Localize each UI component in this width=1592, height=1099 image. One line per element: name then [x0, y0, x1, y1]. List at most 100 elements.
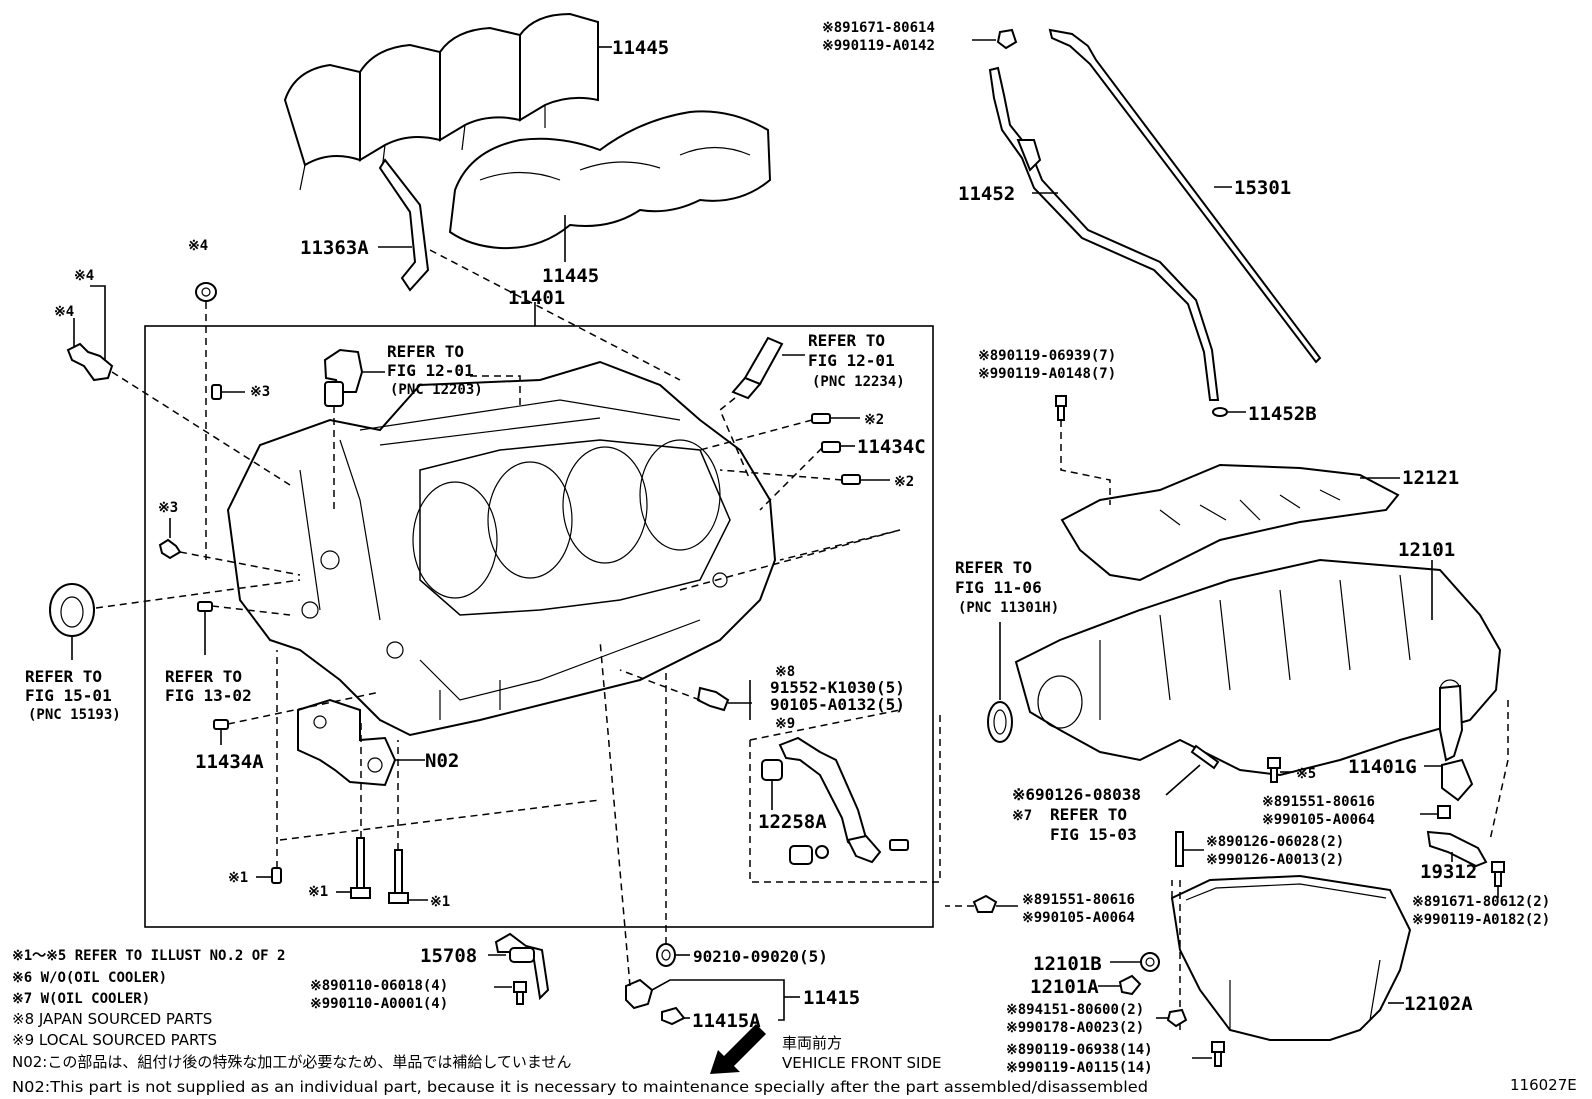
ref-11-06-line3: (PNC 11301H): [958, 600, 1059, 616]
o-ring-11452b[interactable]: [1212, 407, 1228, 417]
note-n02-en: N02:This part is not supplied as an indi…: [12, 1078, 1148, 1096]
ref-12-01-a-line3: (PNC 12203): [390, 382, 483, 398]
ref-11-06-line1: REFER TO: [955, 558, 1032, 577]
ref-15-03-line1: REFER TO: [1050, 805, 1127, 824]
pan-nut[interactable]: [1166, 1008, 1188, 1028]
callout-15301: 15301: [1234, 177, 1291, 199]
cylinder-block[interactable]: [226, 360, 777, 737]
part-91671-80614: ※891671-80614: [822, 20, 935, 36]
oil-jet-left[interactable]: [66, 342, 114, 382]
callout-12121: 12121: [1402, 467, 1459, 489]
dowel-left-mid[interactable]: [197, 601, 213, 612]
drain-plug-gasket[interactable]: [1140, 952, 1160, 972]
mark-2-b: ※2: [894, 474, 914, 490]
front-label-jp: 車両前方: [782, 1034, 842, 1052]
legend-6: ※6 W/O(OIL COOLER): [12, 970, 167, 986]
plug-right-lower[interactable]: [841, 474, 861, 485]
mark-3-b: ※3: [158, 500, 178, 516]
pin-left[interactable]: [211, 384, 222, 400]
dowel-11434c[interactable]: [821, 441, 841, 453]
callout-11415a: 11415A: [692, 1010, 761, 1032]
pan-stud-pair[interactable]: [1175, 831, 1184, 867]
plug-right-upper[interactable]: [811, 413, 831, 424]
oil-pan-lower[interactable]: [1170, 874, 1412, 1041]
oil-level-gauge-guide[interactable]: [988, 66, 1220, 401]
baffle-bolt[interactable]: [1055, 395, 1067, 421]
knock-sensor-connector[interactable]: [494, 932, 550, 1001]
oil-pipe-ref[interactable]: [731, 336, 784, 400]
oil-pan-bracket[interactable]: [1426, 830, 1488, 868]
callout-12101a: 12101A: [1030, 976, 1099, 998]
dowel-11434a[interactable]: [213, 719, 229, 730]
part-90119-A0182: ※990119-A0182(2): [1412, 912, 1550, 928]
part-90178-A0023: ※990178-A0023(2): [1006, 1020, 1144, 1036]
pan-bolt-lower[interactable]: [1211, 1041, 1225, 1067]
crankshaft-bearing-lower[interactable]: [448, 110, 772, 250]
callout-11363a: 11363A: [300, 237, 369, 259]
bearing-cap-bolt-b[interactable]: [388, 849, 409, 904]
oil-filter-bracket-ref[interactable]: [323, 348, 364, 407]
part-94151-80600: ※894151-80600(2): [1006, 1002, 1144, 1018]
bracket-bolt[interactable]: [1491, 861, 1505, 887]
oil-pan-upper[interactable]: [1014, 558, 1502, 777]
ref-15-01-line2: FIG 15-01: [25, 686, 112, 705]
pan-stud[interactable]: [1190, 744, 1220, 770]
ref-11-06-line2: FIG 11-06: [955, 578, 1042, 597]
crankshaft-bearing-upper[interactable]: [283, 12, 599, 191]
mark-1-b: ※1: [308, 884, 328, 900]
callout-12258a: 12258A: [758, 811, 827, 833]
front-label-en: VEHICLE FRONT SIDE: [782, 1054, 942, 1072]
oil-pan-baffle[interactable]: [1060, 463, 1400, 582]
callout-12101: 12101: [1398, 539, 1455, 561]
ref-13-02-line1: REFER TO: [165, 667, 242, 686]
oil-seal-rear[interactable]: [49, 583, 95, 637]
dowel-bottom-left[interactable]: [271, 867, 282, 884]
oil-filter-union-bolt[interactable]: [1437, 805, 1451, 819]
pan-side-bolt[interactable]: [972, 894, 998, 913]
union-11415a[interactable]: [661, 1006, 686, 1026]
ref-15-01-line1: REFER TO: [25, 667, 102, 686]
block-side-bolt[interactable]: [696, 686, 730, 712]
part-91551-80616: ※891551-80616: [1262, 794, 1375, 810]
callout-11434c: 11434C: [857, 436, 926, 458]
part-91671-80612: ※891671-80612(2): [1412, 894, 1550, 910]
oil-jet-12258a[interactable]: [761, 736, 909, 864]
part-90110-A0001: ※990110-A0001(4): [310, 996, 448, 1012]
bolt-group-mark8: ※8: [775, 664, 795, 680]
bolt-15708[interactable]: [513, 981, 527, 1005]
plug-left-mid[interactable]: [158, 538, 182, 560]
bolt-91552: 91552-K1030(5): [770, 678, 905, 697]
check-valve[interactable]: [789, 845, 829, 865]
illustration-ref-number: 116027E: [1510, 1076, 1577, 1094]
ref-15-03-line2: FIG 15-03: [1050, 825, 1137, 844]
plug-90210[interactable]: [656, 943, 676, 967]
part-90126-08038: ※690126-08038: [1012, 785, 1141, 804]
part-90119-A0115: ※990119-A0115(14): [1006, 1060, 1153, 1076]
callout-11434a: 11434A: [195, 751, 264, 773]
bearing-cap-bolt-a[interactable]: [350, 837, 371, 899]
thrust-washer[interactable]: [378, 158, 430, 292]
part-90119-06939: ※890119-06939(7): [978, 348, 1116, 364]
drain-plug[interactable]: [1118, 974, 1142, 996]
mark-1-a: ※1: [228, 870, 248, 886]
callout-12102a: 12102A: [1404, 993, 1473, 1015]
mark-4-a: ※4: [74, 268, 94, 284]
o-ring-pan[interactable]: [987, 701, 1013, 743]
callout-90210-09020: 90210-09020(5): [693, 947, 828, 966]
mark-3-a: ※3: [250, 384, 270, 400]
callout-11445-bottom: 11445: [542, 265, 599, 287]
oil-pressure-switch[interactable]: [625, 978, 654, 1010]
cylinder-block-frame: [144, 325, 934, 928]
gauge-bolt[interactable]: [996, 28, 1018, 50]
plug-left-top[interactable]: [195, 282, 217, 302]
bearing-cap[interactable]: [297, 698, 397, 787]
part-90126-A0013: ※990126-A0013(2): [1206, 852, 1344, 868]
oil-level-gauge[interactable]: [1048, 28, 1322, 364]
oil-cooler-union[interactable]: [1439, 684, 1474, 802]
mark-7: ※7: [1012, 808, 1032, 824]
ref-12-01-b-line2: FIG 12-01: [808, 351, 895, 370]
pan-bolt-mark5[interactable]: [1267, 757, 1281, 783]
part-891551-80616: ※891551-80616: [1022, 892, 1135, 908]
part-90119-A0142: ※990119-A0142: [822, 38, 935, 54]
